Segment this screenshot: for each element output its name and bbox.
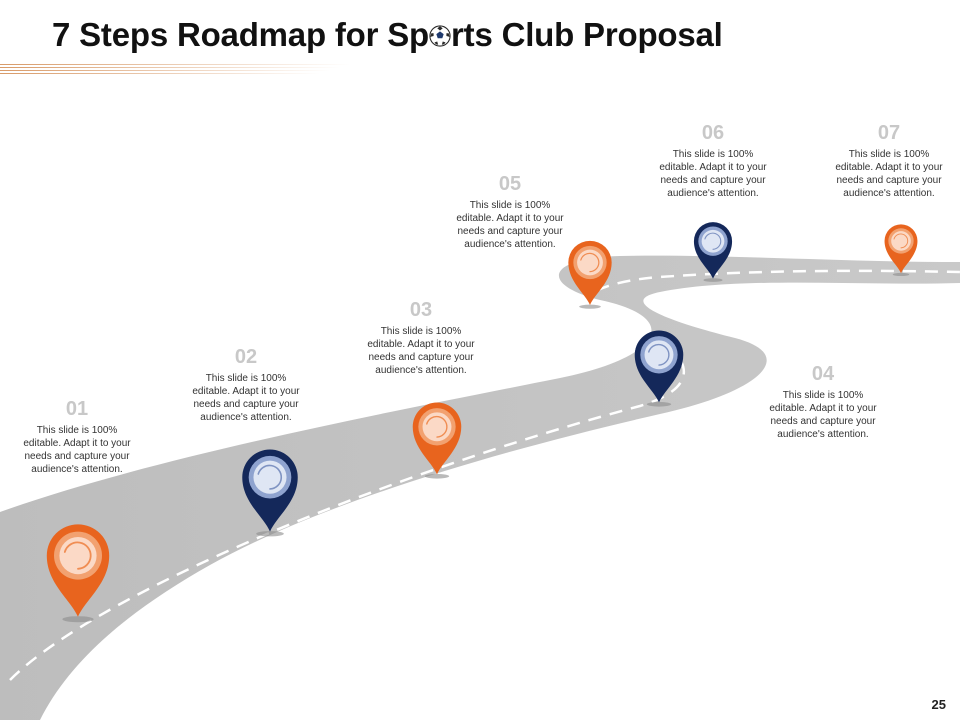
step-description: This slide is 100% editable. Adapt it to… xyxy=(456,200,564,250)
step-description: This slide is 100% editable. Adapt it to… xyxy=(367,326,475,376)
step-04-pin[interactable] xyxy=(631,324,687,408)
step-number: 05 xyxy=(498,173,522,195)
step-06-pin[interactable] xyxy=(691,217,735,283)
step-02: 02 This slide is 100% editable. Adapt it… xyxy=(183,345,309,424)
slide-title: 7 Steps Roadmap for Sp rts Club Proposal xyxy=(52,16,723,54)
step-05: 05 This slide is 100% editable. Adapt it… xyxy=(447,172,573,251)
page-number: 25 xyxy=(931,697,946,712)
step-06: 06 This slide is 100% editable. Adapt it… xyxy=(650,121,776,200)
step-07-pin[interactable] xyxy=(882,220,920,277)
step-description: This slide is 100% editable. Adapt it to… xyxy=(835,149,943,199)
step-01-pin[interactable] xyxy=(42,516,114,624)
step-04: 04 This slide is 100% editable. Adapt it… xyxy=(760,362,886,441)
step-01: 01 This slide is 100% editable. Adapt it… xyxy=(14,397,140,476)
road-center-dashes xyxy=(9,269,960,681)
step-07: 07 This slide is 100% editable. Adapt it… xyxy=(826,121,952,200)
slide-title-part1: 7 Steps Roadmap for Sp xyxy=(52,16,430,53)
step-description: This slide is 100% editable. Adapt it to… xyxy=(23,425,131,475)
step-number: 06 xyxy=(701,122,725,144)
step-number: 01 xyxy=(65,398,89,420)
step-02-pin[interactable] xyxy=(238,442,302,538)
title-accent-lines xyxy=(0,64,350,74)
step-number: 03 xyxy=(409,299,433,321)
step-03-pin[interactable] xyxy=(409,396,465,480)
step-description: This slide is 100% editable. Adapt it to… xyxy=(769,390,877,440)
step-number: 02 xyxy=(234,346,258,368)
step-number: 07 xyxy=(877,122,901,144)
step-description: This slide is 100% editable. Adapt it to… xyxy=(659,149,767,199)
step-description: This slide is 100% editable. Adapt it to… xyxy=(192,373,300,423)
step-05-pin[interactable] xyxy=(565,235,615,310)
step-03: 03 This slide is 100% editable. Adapt it… xyxy=(358,298,484,377)
slide-title-part2: rts Club Proposal xyxy=(451,16,723,53)
road-surface xyxy=(0,255,960,720)
step-number: 04 xyxy=(811,363,835,385)
soccer-ball-icon xyxy=(429,25,451,47)
